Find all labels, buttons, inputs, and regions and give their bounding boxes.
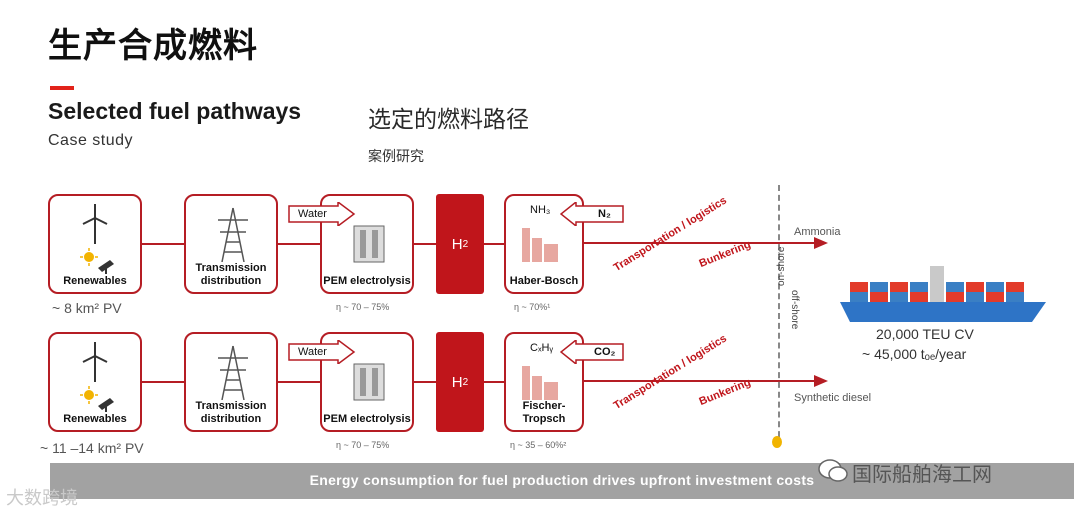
solar-panel-icon xyxy=(98,260,114,274)
renewables-box-1: Renewables xyxy=(48,194,142,294)
synthesis-efficiency: η ~ 35 – 60%² xyxy=(510,440,567,450)
h2-subscript: 2 xyxy=(462,238,469,250)
flow-arrow-icon xyxy=(584,237,828,249)
product-formula: NH₃ xyxy=(530,204,551,216)
synthesis-box-2: CₓHᵧ Fischer-Tropsch xyxy=(504,332,584,432)
title-accent-rule xyxy=(50,86,74,90)
subtitle-en: Selected fuel pathways xyxy=(48,98,302,124)
ship-capacity: 20,000 TEU CV xyxy=(876,326,974,342)
electrolyzer-icon xyxy=(353,225,385,263)
connector xyxy=(484,243,504,245)
pem-label: PEM electrolysis xyxy=(323,275,411,287)
input-gas-arrow-icon xyxy=(560,202,624,226)
wind-turbine-icon xyxy=(82,342,108,382)
container-ship-icon xyxy=(840,266,1046,322)
pem-efficiency: η ~ 70 – 75% xyxy=(336,302,390,312)
transmission-box-2: Transmission distribution xyxy=(184,332,278,432)
case-study-zh: 案例研究 xyxy=(368,149,424,165)
connector xyxy=(278,381,320,383)
area-note: ~ 8 km² PV xyxy=(52,300,122,316)
h2-label: H xyxy=(451,235,463,253)
input-gas-arrow-icon xyxy=(560,340,624,364)
water-label: Water xyxy=(298,346,327,358)
plant-icon xyxy=(522,228,558,262)
product-formula: CₓHᵧ xyxy=(530,342,554,354)
transmission-box-1: Transmission distribution xyxy=(184,194,278,294)
on-shore-label: on-shore xyxy=(776,246,787,286)
subtitle-zh: 选定的燃料路径 xyxy=(368,107,529,133)
watermark-left: 大数跨境 xyxy=(6,488,78,509)
watermark-right: 国际船舶海工网 xyxy=(852,462,992,486)
page-title: 生产合成燃料 xyxy=(48,26,258,66)
connector xyxy=(142,243,184,245)
wind-turbine-icon xyxy=(82,204,108,244)
transmission-label: Transmission distribution xyxy=(195,400,267,425)
banner-text: Energy consumption for fuel production d… xyxy=(309,472,815,488)
water-arrow-icon xyxy=(288,202,356,226)
ship-consumption: ~ 45,000 tₒₑ/year xyxy=(862,346,967,362)
synthesis-label: Fischer-Tropsch xyxy=(522,400,566,425)
connector xyxy=(278,243,320,245)
water-label: Water xyxy=(298,208,327,220)
connector xyxy=(414,381,436,383)
plant-icon xyxy=(522,366,558,400)
area-note: ~ 11 –14 km² PV xyxy=(40,440,144,456)
pylon-icon xyxy=(218,207,248,262)
flow-arrow-icon xyxy=(584,375,828,387)
pylon-icon xyxy=(218,345,248,400)
input-gas-label: N₂ xyxy=(598,208,611,220)
sun-icon xyxy=(80,248,98,266)
bottom-banner: Energy consumption for fuel production d… xyxy=(50,463,1074,499)
solar-panel-icon xyxy=(98,398,114,412)
water-arrow-icon xyxy=(288,340,356,364)
synthesis-label: Haber-Bosch xyxy=(509,275,579,287)
renewables-label: Renewables xyxy=(63,275,127,287)
wechat-icon xyxy=(818,459,848,482)
synthesis-efficiency: η ~ 70%¹ xyxy=(514,302,551,312)
sun-icon xyxy=(80,386,98,404)
off-shore-label: off-shore xyxy=(789,290,800,330)
connector xyxy=(142,381,184,383)
input-gas-label: CO₂ xyxy=(594,346,616,358)
renewables-label: Renewables xyxy=(63,413,127,425)
h2-subscript: 2 xyxy=(462,376,469,388)
bulb-icon xyxy=(772,436,782,448)
output-label: Ammonia xyxy=(794,226,841,238)
pem-efficiency: η ~ 70 – 75% xyxy=(336,440,390,450)
electrolyzer-icon xyxy=(353,363,385,401)
connector xyxy=(414,243,436,245)
output-label: Synthetic diesel xyxy=(794,392,872,404)
connector xyxy=(484,381,504,383)
transmission-label: Transmission distribution xyxy=(195,262,267,287)
case-study-en: Case study xyxy=(48,132,134,149)
renewables-box-2: Renewables xyxy=(48,332,142,432)
pem-label: PEM electrolysis xyxy=(323,413,411,425)
h2-label: H xyxy=(451,373,463,391)
shore-divider xyxy=(778,185,780,447)
